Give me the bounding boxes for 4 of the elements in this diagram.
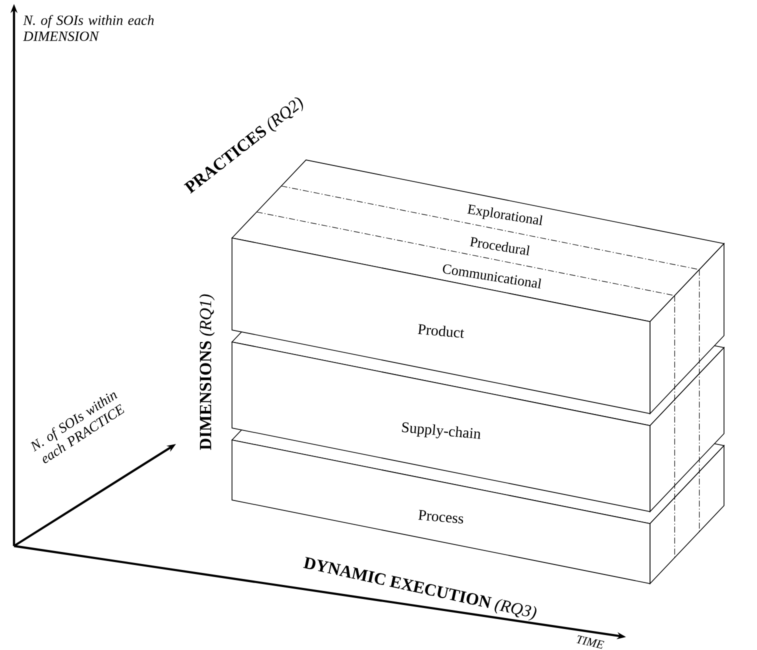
axis-label: TIME	[576, 635, 604, 649]
axis-label: DIMENSIONS (RQ1)	[199, 294, 215, 450]
axis-label: Procedural	[470, 236, 530, 256]
axis-label: N. of SOIs within each DIMENSION	[23, 14, 154, 41]
